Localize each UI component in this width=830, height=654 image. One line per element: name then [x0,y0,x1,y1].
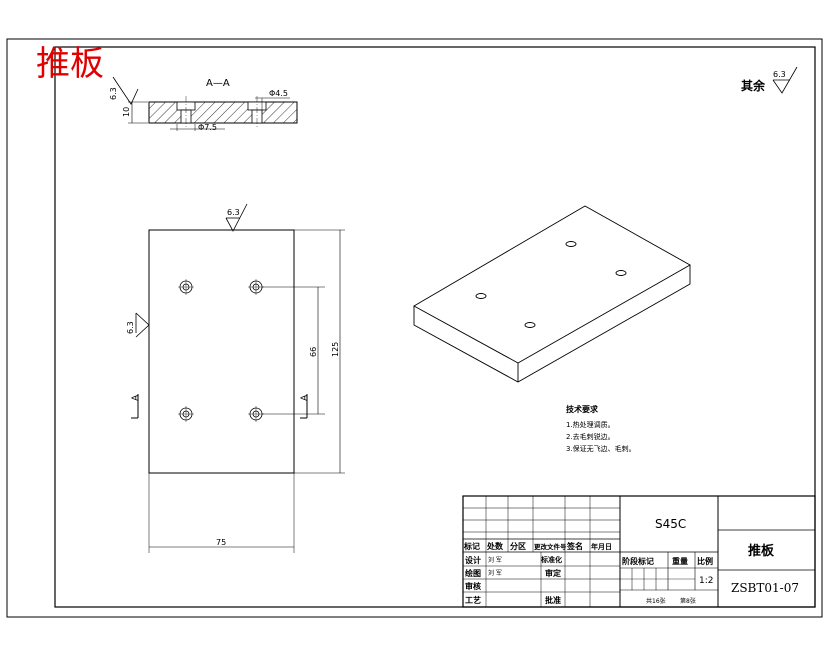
other-roughness-value: 6.3 [773,70,786,79]
sheet-number: 第8张 [680,597,696,605]
tech-item: 2.去毛刺锐边。 [566,432,615,441]
roughness-symbol-icon [225,203,248,232]
scale: 1:2 [699,576,713,586]
tech-item: 3.保证无飞边、毛刺。 [566,444,636,453]
plan-view: 6.3 6.3 [126,203,345,553]
sheets-total: 共16张 [646,597,666,605]
std: 标准化 [540,555,562,564]
material: S45C [655,517,686,531]
hdr-count: 处数 [486,541,504,551]
section-body [148,101,298,124]
tech-item: 1.热处理调质。 [566,420,615,429]
title-block-text: S45C 推板 ZSBT01-07 标记 处数 分区 更改文件号 签名 年月日 … [463,517,799,605]
hdr-date: 年月日 [591,542,612,551]
thickness-dim: 10 [122,107,131,117]
inner-frame [54,46,816,608]
isometric-view [413,205,691,383]
red-title: 推板 [36,44,104,84]
section-roughness: 6.3 [109,87,118,100]
approve: 批准 [545,595,561,605]
plan-roughness-top: 6.3 [227,208,240,217]
title-block [462,495,816,608]
roughness-symbol-icon [772,66,798,94]
dim-hole: Φ4.5 [269,89,288,98]
plan-hole [178,406,194,422]
hole-right [247,96,267,128]
plan-outline [148,229,295,474]
hdr-mark: 标记 [463,541,480,551]
roughness-symbol-icon [112,76,139,105]
weight: 重量 [672,556,688,566]
person-draw: 刘 军 [488,569,502,577]
other-roughness-label: 其余 [741,78,766,93]
roughness-symbol-icon [135,312,150,338]
hdr-change: 更改文件号 [534,542,567,551]
plan-roughness-left: 6.3 [126,321,135,334]
drawing-number: ZSBT01-07 [731,581,799,595]
stage-mark: 阶段标记 [622,556,654,566]
part-name: 推板 [748,543,775,559]
hdr-sign: 签名 [566,541,583,551]
row-check: 审核 [465,581,481,591]
plan-hole [248,406,264,422]
row-draw: 绘图 [465,568,481,578]
row-design: 设计 [465,555,481,565]
hole-left [176,96,196,128]
dim-height: 125 [331,342,340,357]
other-roughness: 其余 6.3 [741,66,798,94]
dim-hole-spacing: 66 [309,347,318,357]
hdr-zone: 分区 [510,541,526,551]
plan-hole [178,279,194,295]
person-design: 刘 军 [488,556,502,564]
section-label: A—A [206,78,230,89]
section-mark-left: A [131,394,141,401]
outer-frame [6,38,823,618]
section-view: A—A 6.3 10 Φ4.5 [109,76,298,132]
row-process: 工艺 [465,595,481,605]
plan-hole [248,279,264,295]
section-mark-right: A [300,394,310,401]
scale-label: 比例 [697,556,713,566]
tech-title: 技术要求 [566,404,599,414]
dim-counterbore: Φ7.5 [198,123,217,132]
review: 审定 [545,568,561,578]
dim-width: 75 [216,538,226,547]
tech-requirements: 技术要求 1.热处理调质。 2.去毛刺锐边。 3.保证无飞边、毛刺。 [566,404,636,453]
